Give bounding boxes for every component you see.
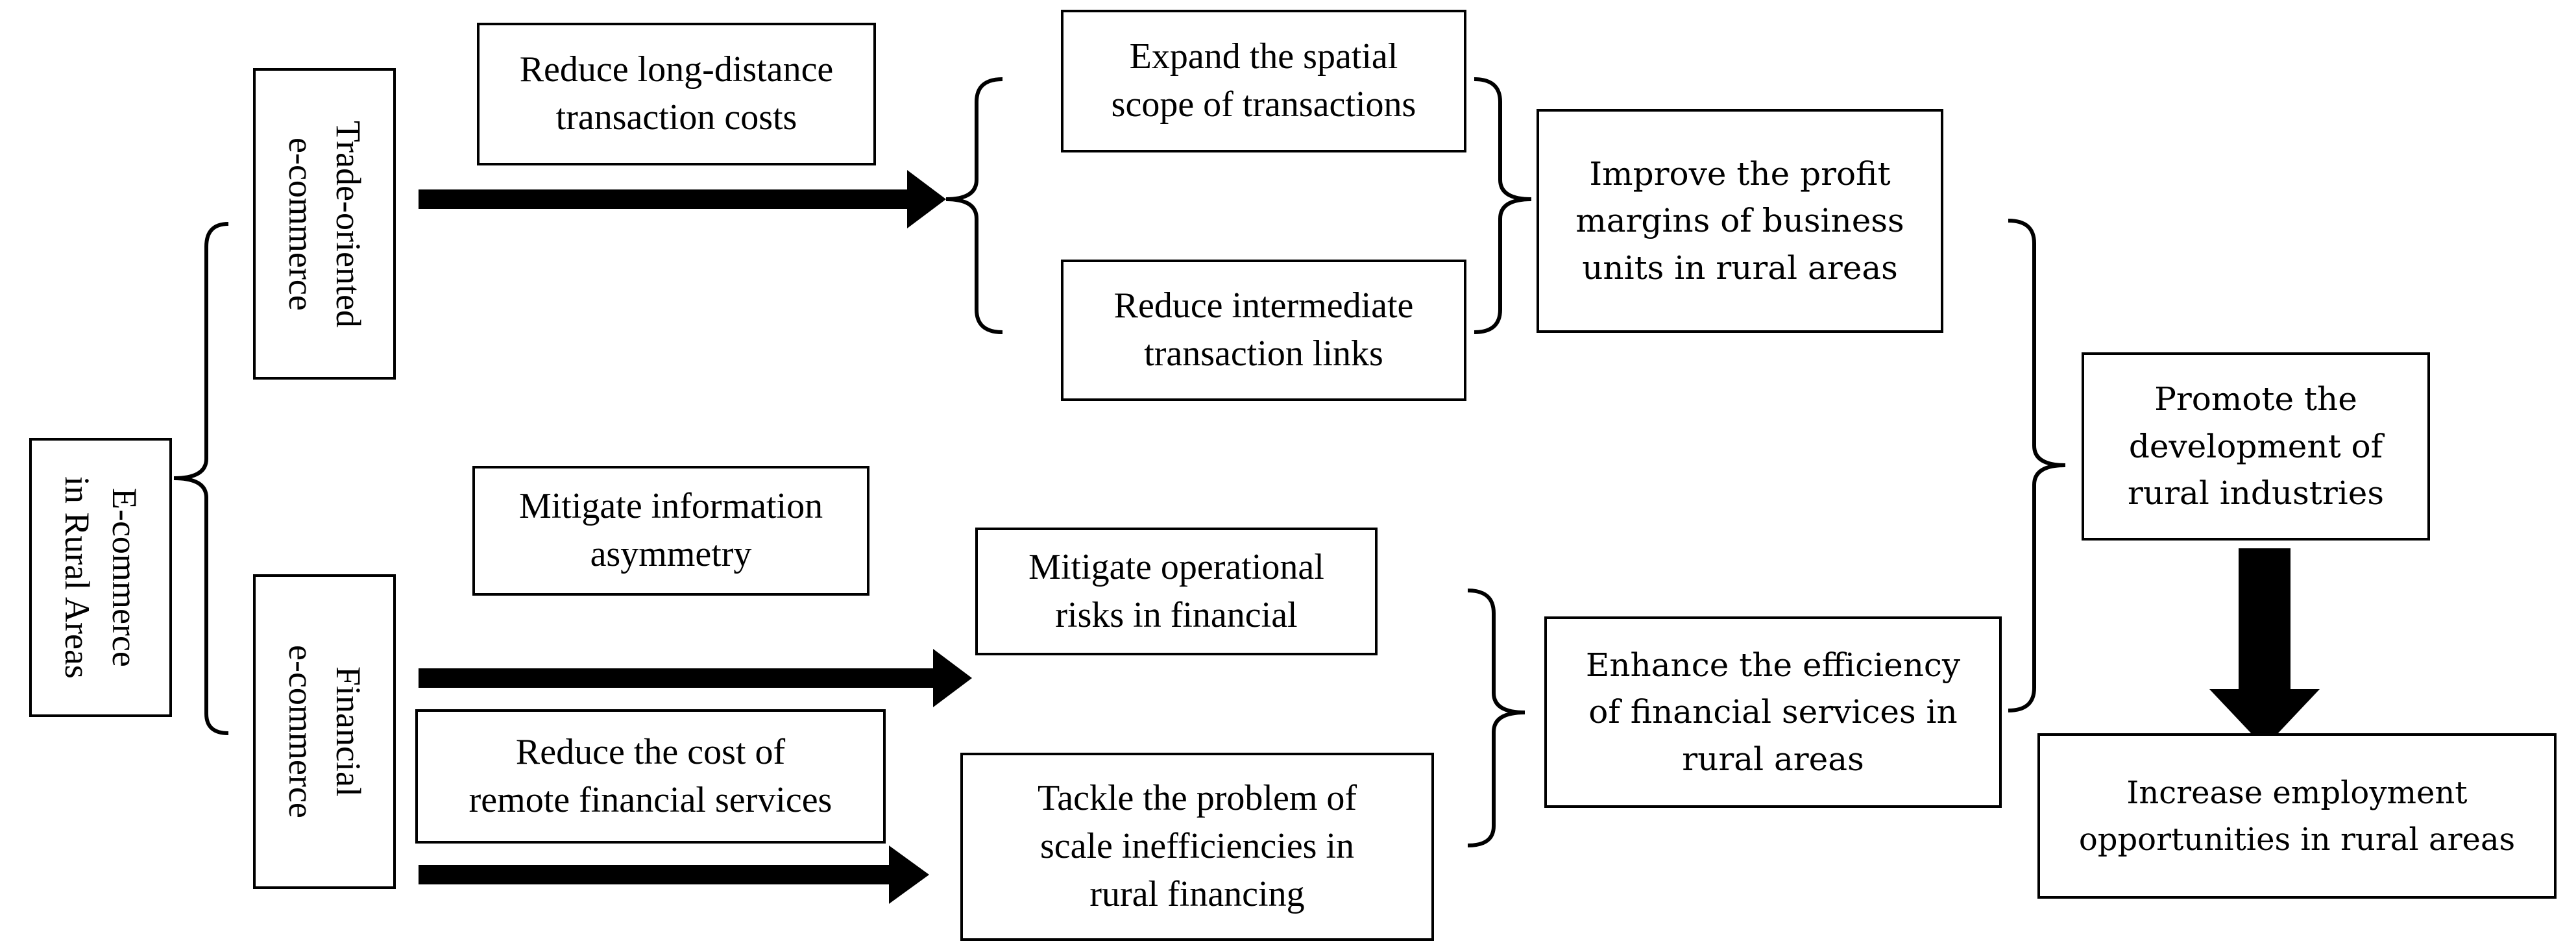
label-line: Increase employment (2126, 774, 2468, 811)
label-line: of financial services in (1588, 693, 1958, 731)
brace-financial-group-right (1463, 581, 1531, 857)
flow-box-mitigate-operational-risks: Mitigate operational risks in financial (975, 528, 1378, 655)
label-line: margins of business (1575, 202, 1904, 240)
arrow-reduce-cost (419, 842, 931, 910)
label-line: Mitigate operational (1028, 546, 1324, 587)
label-line: in Rural Areas (58, 476, 97, 679)
label-line: E-commerce (104, 488, 144, 667)
arrow-promote-to-increase (2206, 548, 2323, 749)
label-line: Promote the (2154, 380, 2357, 419)
flow-box-label: E-commerce in Rural Areas (53, 441, 148, 714)
label-line: development of (2128, 427, 2383, 465)
flow-box-trade-oriented-ecommerce: Trade-oriented e-commerce (253, 68, 396, 380)
label-line: units in rural areas (1582, 249, 1898, 287)
flow-box-reduce-cost-remote-services: Reduce the cost of remote financial serv… (415, 709, 886, 844)
label-line: transaction links (1144, 334, 1383, 374)
flow-box-label: Financial e-commerce (277, 577, 372, 886)
label-line: Reduce the cost of (515, 731, 786, 772)
label-line: Improve the profit (1589, 154, 1891, 193)
flow-box-improve-profit-margins: Improve the profit margins of business u… (1537, 109, 1943, 333)
flow-box-label: Trade-oriented e-commerce (277, 71, 372, 377)
label-line: asymmetry (590, 534, 752, 574)
label-line: opportunities in rural areas (2078, 821, 2516, 858)
label-line: e-commerce (282, 645, 321, 818)
label-line: scope of transactions (1111, 84, 1416, 125)
label-line: rural industries (2128, 474, 2384, 513)
flow-box-expand-spatial-scope: Expand the spatial scope of transactions (1061, 10, 1466, 152)
flow-box-financial-ecommerce: Financial e-commerce (253, 574, 396, 889)
brace-trade-group-right (1470, 71, 1538, 341)
flow-box-ecommerce-rural-areas: E-commerce in Rural Areas (29, 438, 172, 717)
label-line: Reduce intermediate (1113, 286, 1414, 326)
flow-box-mitigate-information-asymmetry: Mitigate information asymmetry (472, 466, 869, 596)
brace-trade-group-left (941, 71, 1009, 341)
label-line: Mitigate information (518, 486, 823, 527)
label-line: Tackle the problem of (1037, 778, 1357, 819)
flow-box-enhance-financial-efficiency: Enhance the efficiency of financial serv… (1544, 616, 2002, 808)
label-line: e-commerce (282, 137, 321, 311)
label-line: Enhance the efficiency (1585, 646, 1961, 684)
brace-outcomes-right (2005, 211, 2073, 720)
label-line: rural areas (1682, 740, 1864, 778)
flow-box-increase-employment: Increase employment opportunities in rur… (2037, 733, 2557, 899)
flow-box-tackle-scale-inefficiencies: Tackle the problem of scale inefficienci… (960, 753, 1434, 941)
label-line: Trade-oriented (328, 120, 368, 328)
label-line: remote financial services (468, 779, 832, 820)
label-line: transaction costs (555, 97, 797, 138)
arrow-mitigate-information (419, 646, 977, 714)
label-line: scale inefficiencies in (1039, 826, 1355, 867)
label-line: risks in financial (1055, 594, 1298, 635)
arrow-trade-branch (419, 165, 951, 234)
brace-root-to-branches (162, 214, 234, 743)
label-line: Expand the spatial (1129, 36, 1398, 77)
flow-box-promote-rural-industries: Promote the development of rural industr… (2082, 352, 2430, 541)
label-line: Reduce long-distance (519, 49, 834, 90)
flow-box-reduce-intermediate-links: Reduce intermediate transaction links (1061, 260, 1466, 401)
flow-box-reduce-long-distance-costs: Reduce long-distance transaction costs (477, 23, 876, 165)
label-line: rural financing (1089, 873, 1305, 914)
label-line: Financial (328, 666, 368, 797)
